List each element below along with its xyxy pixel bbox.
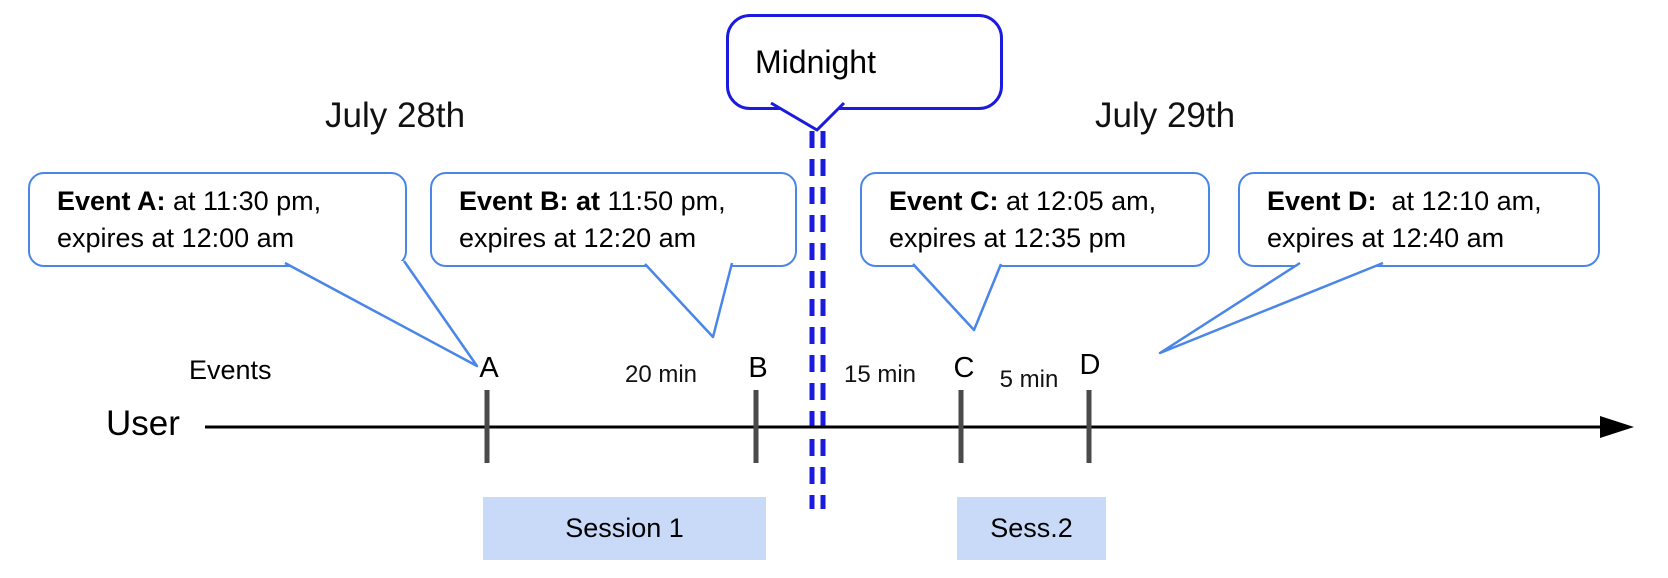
event-d-line1: Event D: at 12:10 am, <box>1267 183 1588 220</box>
event-a-callout-tail <box>284 260 479 368</box>
gap-label-5min: 5 min <box>999 366 1059 393</box>
event-a-line1: Event A: at 11:30 pm, <box>57 183 395 220</box>
event-d-line2: expires at 12:40 am <box>1267 223 1505 253</box>
event-d-callout: Event D: at 12:10 am, expires at 12:40 a… <box>1238 172 1600 267</box>
events-axis-label: Events <box>189 355 272 385</box>
event-b-line1: Event B: at 11:50 pm, <box>459 183 785 220</box>
tick-label-a: A <box>479 352 499 384</box>
event-c-callout: Event C: at 12:05 am, expires at 12:35 p… <box>860 172 1210 267</box>
event-b-title: Event B: at <box>459 186 601 216</box>
tick-label-d: D <box>1079 349 1101 381</box>
event-d-time: at 12:10 am, <box>1376 186 1542 216</box>
event-c-title: Event C: <box>889 186 999 216</box>
event-a-title: Event A: <box>57 186 166 216</box>
event-c-callout-tail <box>912 263 1003 332</box>
event-c-line2: expires at 12:35 pm <box>889 223 1127 253</box>
date-label-july-29: July 29th <box>1095 96 1236 135</box>
event-d-callout-tail <box>1158 261 1384 355</box>
tick-label-b: B <box>748 352 768 384</box>
date-label-july-28: July 28th <box>325 96 466 135</box>
event-d-title: Event D: <box>1267 186 1377 216</box>
user-axis-label: User <box>106 404 180 443</box>
event-a-callout: Event A: at 11:30 pm, expires at 12:00 a… <box>28 172 407 267</box>
event-c-line1: Event C: at 12:05 am, <box>889 183 1198 220</box>
midnight-label: Midnight <box>755 43 876 80</box>
session-2-box: Sess.2 <box>957 497 1106 560</box>
session-1-label: Session 1 <box>565 513 684 543</box>
gap-label-20min: 20 min <box>624 361 698 388</box>
session-2-label: Sess.2 <box>990 513 1073 543</box>
gap-label-15min: 15 min <box>843 361 917 388</box>
session-1-box: Session 1 <box>483 497 766 560</box>
event-c-time: at 12:05 am, <box>998 186 1157 216</box>
timeline-arrowhead-icon <box>1600 416 1634 438</box>
event-a-time: at 11:30 pm, <box>165 186 322 216</box>
event-a-line2: expires at 12:00 am <box>57 223 295 253</box>
event-b-time: 11:50 pm, <box>600 186 726 216</box>
tick-label-c: C <box>953 352 975 384</box>
event-b-callout: Event B: at 11:50 pm, expires at 12:20 a… <box>430 172 797 267</box>
event-b-line2: expires at 12:20 am <box>459 223 697 253</box>
midnight-callout: Midnight <box>726 14 1003 110</box>
event-b-callout-tail <box>644 262 734 339</box>
